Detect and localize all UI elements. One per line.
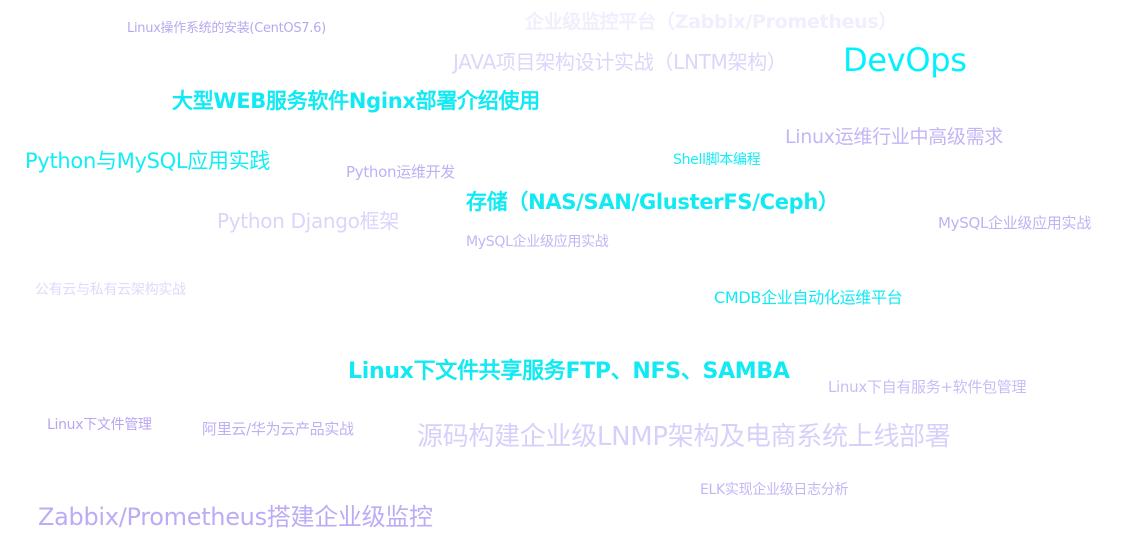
word-python-ops[interactable]: Python运维开发 [346, 163, 455, 181]
word-java-architecture[interactable]: JAVA项目架构设计实战（LNTM架构） [453, 50, 787, 74]
word-monitoring-platform[interactable]: 企业级监控平台（Zabbix/Prometheus） [525, 11, 898, 33]
word-shell[interactable]: Shell脚本编程 [673, 152, 761, 168]
word-cmdb[interactable]: CMDB企业自动化运维平台 [714, 288, 903, 307]
word-storage[interactable]: 存储（NAS/SAN/GlusterFS/Ceph） [466, 190, 839, 214]
word-cloud-architecture[interactable]: 公有云与私有云架构实战 [35, 282, 186, 298]
word-file-sharing[interactable]: Linux下文件共享服务FTP、NFS、SAMBA [348, 359, 790, 384]
word-mysql-enterprise-2[interactable]: MySQL企业级应用实战 [466, 234, 609, 250]
word-linux-services[interactable]: Linux下自有服务+软件包管理 [828, 378, 1027, 396]
word-nginx[interactable]: 大型WEB服务软件Nginx部署介绍使用 [172, 89, 540, 113]
word-aliyun-huawei[interactable]: 阿里云/华为云产品实战 [202, 420, 354, 438]
word-linux-files[interactable]: Linux下文件管理 [47, 417, 152, 433]
word-python-mysql[interactable]: Python与MySQL应用实践 [25, 149, 271, 173]
word-lnmp[interactable]: 源码构建企业级LNMP架构及电商系统上线部署 [417, 422, 951, 452]
word-elk[interactable]: ELK实现企业级日志分析 [700, 482, 849, 498]
word-linux-ops-demand[interactable]: Linux运维行业中高级需求 [785, 126, 1003, 148]
word-linux-install[interactable]: Linux操作系统的安装(CentOS7.6) [127, 21, 326, 36]
word-django[interactable]: Python Django框架 [217, 209, 400, 233]
word-zabbix-prometheus[interactable]: Zabbix/Prometheus搭建企业级监控 [38, 503, 433, 531]
word-mysql-enterprise-1[interactable]: MySQL企业级应用实战 [938, 214, 1091, 232]
word-devops[interactable]: DevOps [843, 41, 967, 79]
